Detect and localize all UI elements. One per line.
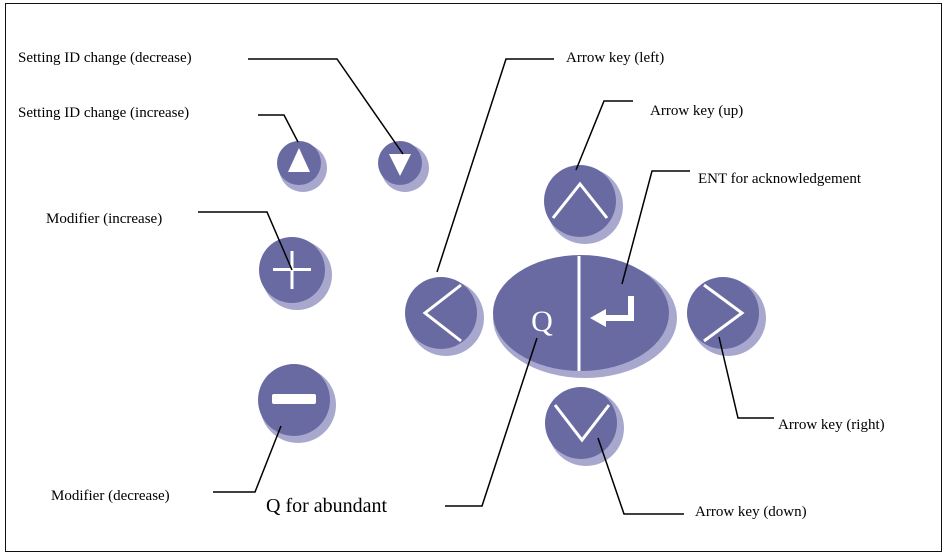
q-key[interactable]: Q bbox=[531, 305, 553, 338]
callout-ent bbox=[621, 170, 690, 285]
callout-lines bbox=[198, 58, 774, 515]
callout-arrow-down bbox=[597, 437, 684, 515]
setting-id-increase-key[interactable] bbox=[277, 141, 327, 192]
label-q-abundant: Q for abundant bbox=[266, 495, 388, 517]
callout-modifier-increase bbox=[198, 211, 293, 271]
modifier-decrease-key[interactable] bbox=[258, 364, 336, 443]
arrow-right-key[interactable] bbox=[687, 277, 766, 356]
diagram-frame bbox=[5, 3, 942, 552]
chevron-up-icon bbox=[551, 181, 609, 219]
label-arrow-up: Arrow key (up) bbox=[650, 103, 744, 119]
modifier-increase-key[interactable] bbox=[259, 237, 332, 310]
arrow-left-key[interactable] bbox=[405, 277, 484, 356]
callout-q bbox=[445, 337, 538, 507]
callout-arrow-right bbox=[718, 336, 774, 419]
label-modifier-increase: Modifier (increase) bbox=[46, 211, 163, 227]
callout-setting-increase bbox=[258, 114, 299, 143]
label-arrow-right: Arrow key (right) bbox=[778, 417, 885, 433]
label-arrow-down: Arrow key (down) bbox=[695, 504, 807, 520]
arrow-down-key[interactable] bbox=[545, 387, 624, 466]
minus-icon bbox=[272, 394, 316, 404]
callout-arrow-up bbox=[575, 100, 633, 171]
chevron-left-icon bbox=[422, 283, 462, 343]
arrow-up-key[interactable] bbox=[544, 165, 623, 244]
triangle-up-icon bbox=[288, 148, 310, 172]
label-ent: ENT for acknowledgement bbox=[698, 171, 862, 187]
chevron-right-icon bbox=[703, 283, 745, 343]
label-setting-id-decrease: Setting ID change (decrease) bbox=[18, 50, 192, 66]
ent-key[interactable] bbox=[590, 296, 634, 327]
callout-setting-decrease bbox=[248, 58, 404, 155]
callout-arrow-left bbox=[436, 58, 554, 273]
enter-icon bbox=[590, 296, 634, 327]
q-ent-oval bbox=[493, 255, 677, 378]
callout-modifier-decrease bbox=[213, 425, 282, 493]
label-setting-id-increase: Setting ID change (increase) bbox=[18, 105, 190, 121]
q-key-label: Q bbox=[531, 305, 553, 338]
triangle-down-icon bbox=[389, 154, 411, 176]
label-modifier-decrease: Modifier (decrease) bbox=[51, 488, 170, 504]
chevron-down-icon bbox=[553, 404, 611, 443]
label-arrow-left: Arrow key (left) bbox=[566, 50, 665, 66]
setting-id-decrease-key[interactable] bbox=[378, 141, 429, 192]
